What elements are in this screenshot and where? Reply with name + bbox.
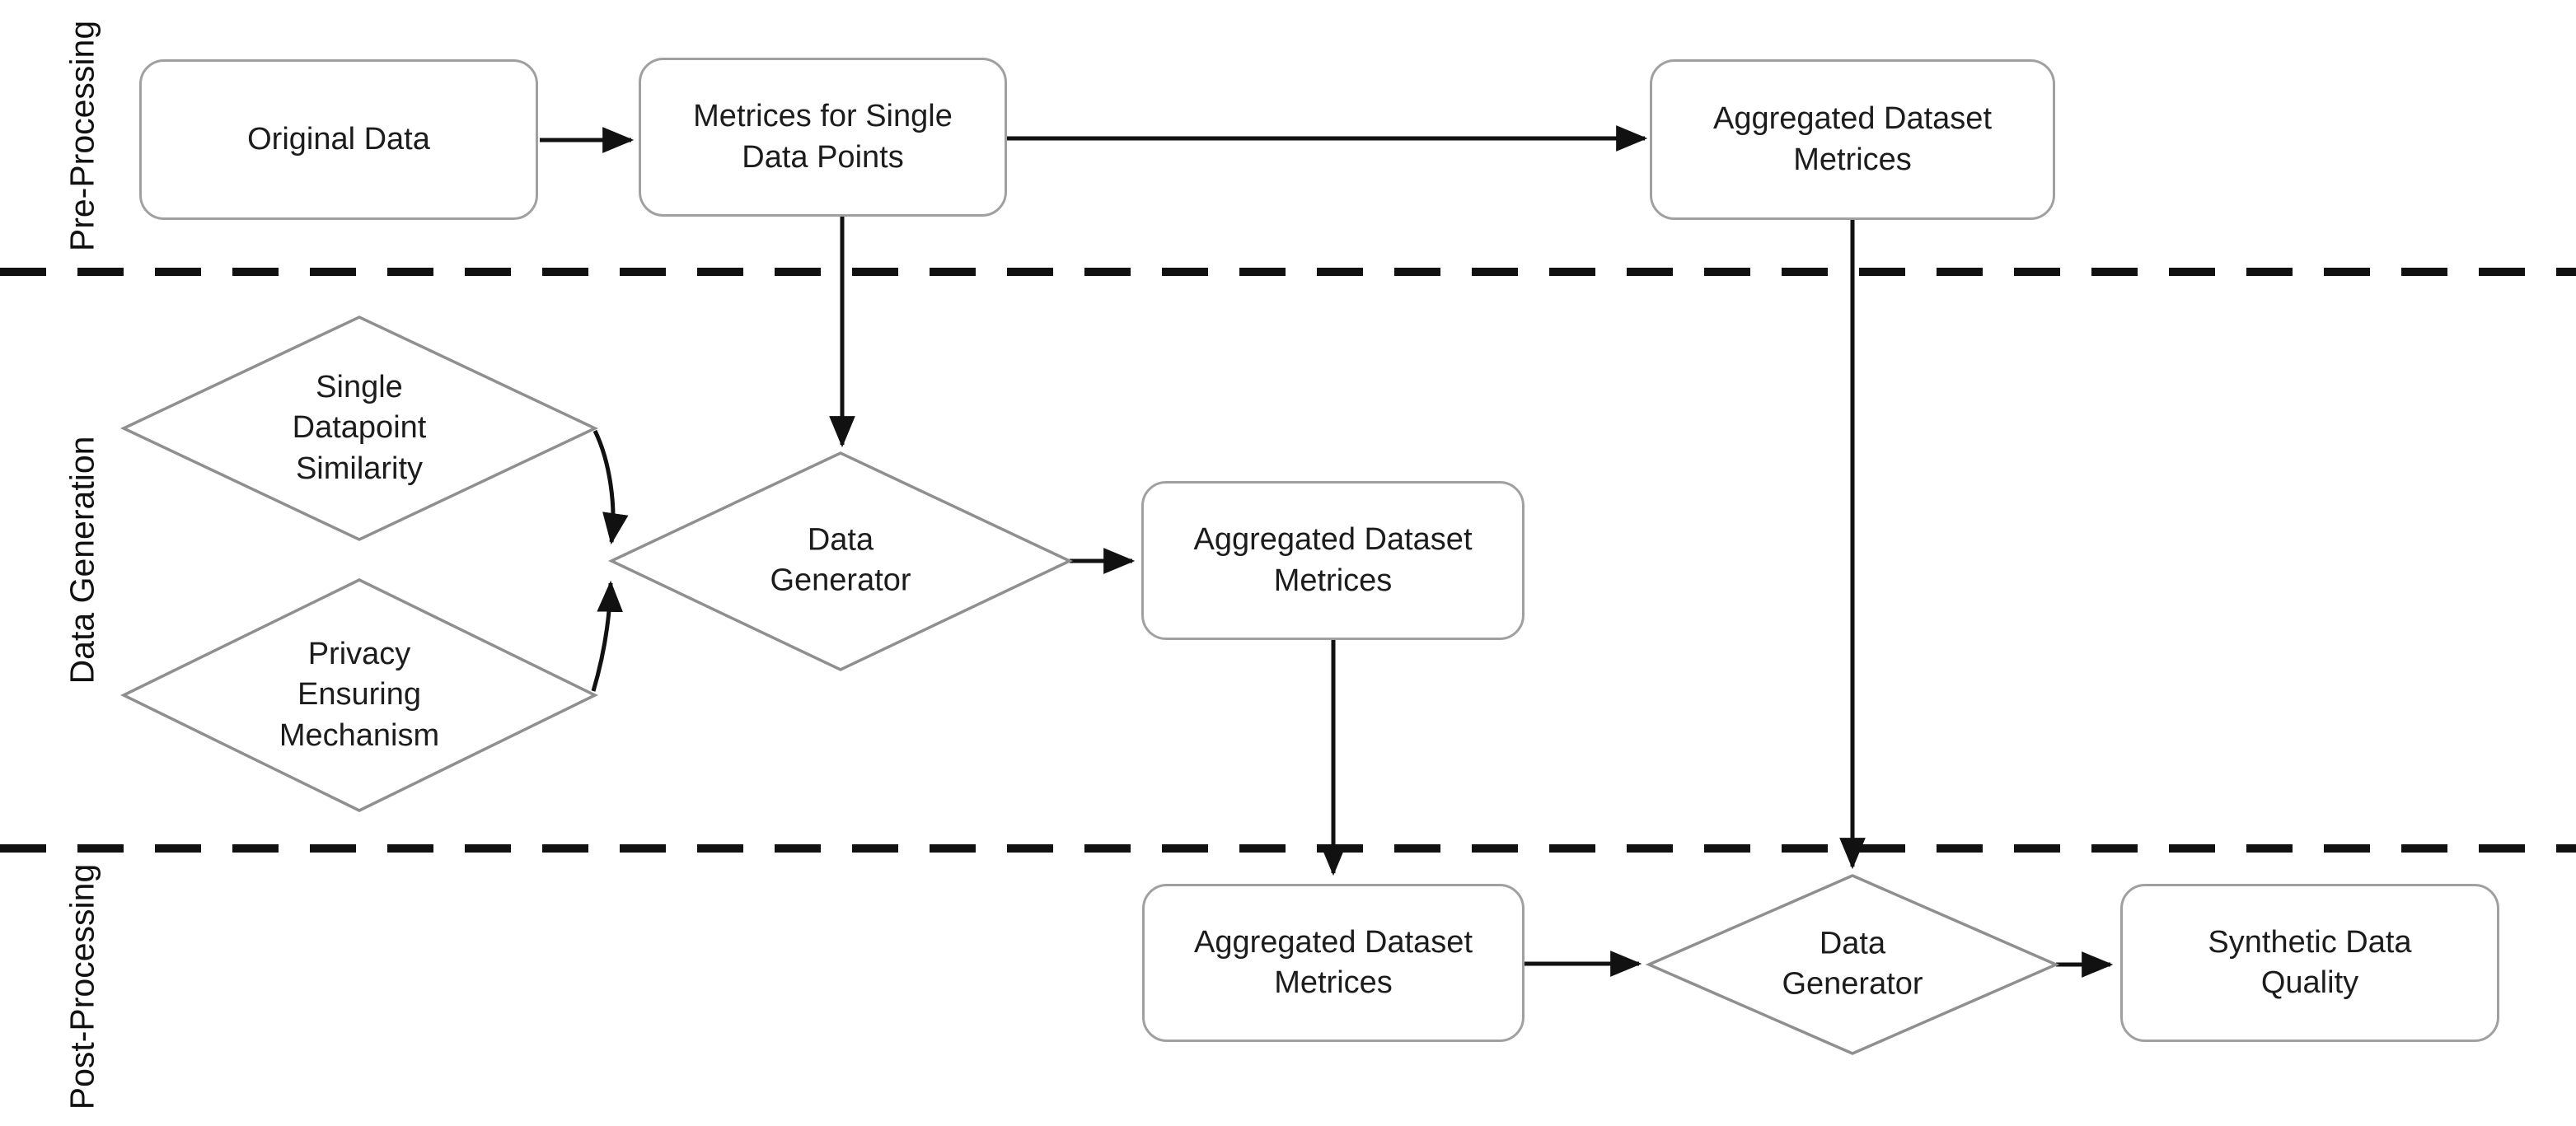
node-aggregated-dataset-metrices-bottom-label: Aggregated Dataset Metrices: [1193, 924, 1473, 1000]
lane-label-data-generation: Data Generation: [63, 436, 101, 684]
node-data-generator-mid-label: Data Generator: [770, 522, 911, 598]
node-aggregated-dataset-metrices-top-label: Aggregated Dataset Metrices: [1712, 101, 1992, 177]
arrow-privacy-to-data-generator: [591, 580, 623, 692]
node-metrices-single-data-points-label: Metrices for Single Data Points: [693, 99, 953, 175]
node-original-data-label: Original Data: [247, 121, 430, 157]
node-aggregated-dataset-metrices-top: Aggregated Dataset Metrices: [1650, 59, 2055, 220]
node-original-data: Original Data: [139, 59, 538, 220]
diamond-data-generator-mid: [607, 451, 1074, 671]
node-data-generator-bottom-label: Data Generator: [1782, 926, 1923, 1002]
node-metrices-single-data-points: Metrices for Single Data Points: [639, 58, 1007, 217]
node-synthetic-data-quality-label: Synthetic Data Quality: [2208, 924, 2412, 1000]
lane-label-post-processing: Post-Processing: [63, 863, 101, 1110]
node-aggregated-dataset-metrices-mid: Aggregated Dataset Metrices: [1141, 481, 1525, 640]
node-single-datapoint-similarity-label: Single Datapoint Similarity: [292, 369, 427, 486]
diamond-single-datapoint-similarity: [119, 315, 599, 541]
diamond-privacy-ensuring-mechanism: [120, 578, 598, 812]
lane-label-pre-processing: Pre-Processing: [63, 20, 101, 252]
diamond-data-generator-bottom: [1645, 874, 2060, 1055]
node-aggregated-dataset-metrices-bottom: Aggregated Dataset Metrices: [1142, 884, 1525, 1042]
node-aggregated-dataset-metrices-mid-label: Aggregated Dataset Metrices: [1193, 522, 1473, 598]
node-synthetic-data-quality: Synthetic Data Quality: [2120, 884, 2499, 1042]
node-privacy-ensuring-mechanism-label: Privacy Ensuring Mechanism: [279, 636, 440, 753]
arrow-similarity-to-data-generator: [592, 429, 629, 545]
